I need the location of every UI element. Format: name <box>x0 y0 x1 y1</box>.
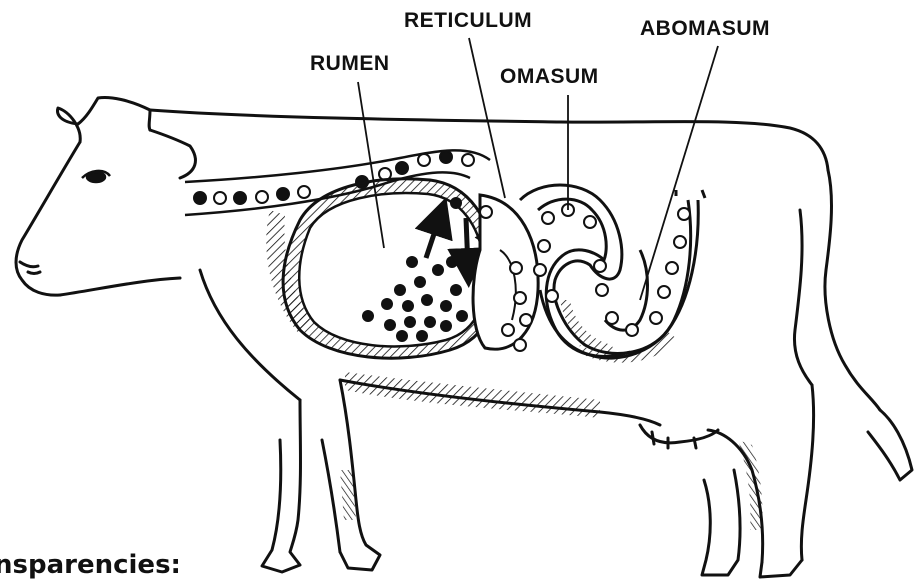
cow-eye-icon <box>82 171 110 182</box>
label-rumen: RUMEN <box>310 52 390 76</box>
rumen-chamber <box>283 179 496 358</box>
label-abomasum: ABOMASUM <box>640 17 770 41</box>
label-omasum: OMASUM <box>500 65 599 89</box>
label-reticulum: RETICULUM <box>404 9 532 33</box>
caption-text: nsparencies: <box>0 550 181 580</box>
